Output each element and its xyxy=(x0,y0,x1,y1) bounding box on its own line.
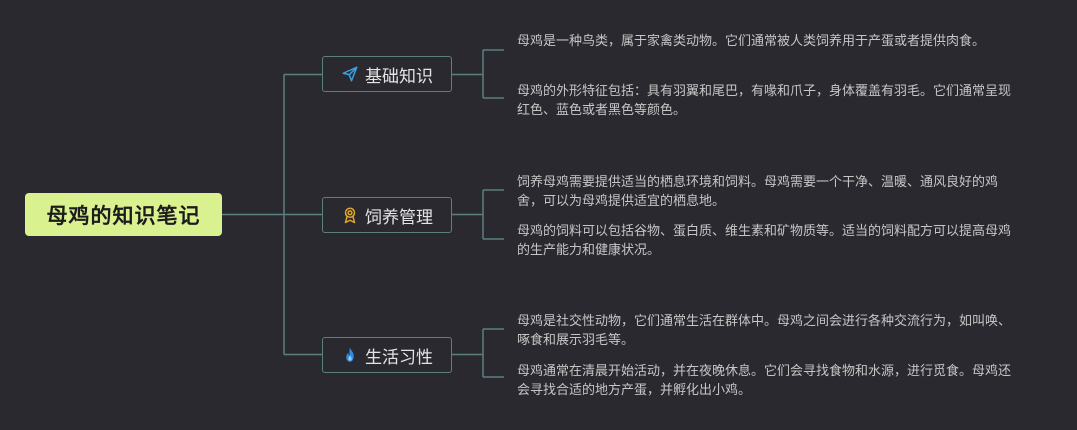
branch-node-habits[interactable]: 生活习性 xyxy=(322,337,452,373)
flame-icon xyxy=(341,346,359,364)
leaf-feeding-2[interactable]: 母鸡的饲料可以包括谷物、蛋白质、维生素和矿物质等。适当的饲料配方可以提高母鸡的生… xyxy=(517,224,1012,258)
root-node-label: 母鸡的知识笔记 xyxy=(46,203,201,228)
connector-branch-2-leaves xyxy=(452,189,504,240)
paper-plane-icon xyxy=(341,65,359,83)
root-node[interactable]: 母鸡的知识笔记 xyxy=(25,193,222,236)
connector-branch-3-leaves xyxy=(452,328,504,378)
branch-node-habits-label: 生活习性 xyxy=(365,347,433,368)
leaf-habits-1[interactable]: 母鸡是社交性动物，它们通常生活在群体中。母鸡之间会进行各种交流行为，如叫唤、啄食… xyxy=(517,314,1012,348)
branch-node-basics[interactable]: 基础知识 xyxy=(322,56,452,92)
connector-branch-1-leaves xyxy=(452,49,504,99)
branch-node-basics-label: 基础知识 xyxy=(365,66,433,87)
branch-node-feeding-label: 饲养管理 xyxy=(365,207,433,228)
leaf-basics-1[interactable]: 母鸡是一种鸟类，属于家禽类动物。它们通常被人类饲养用于产蛋或者提供肉食。 xyxy=(517,34,986,49)
award-ribbon-icon xyxy=(341,206,359,224)
leaf-habits-2[interactable]: 母鸡通常在清晨开始活动，并在夜晚休息。它们会寻找食物和水源，进行觅食。母鸡还会寻… xyxy=(517,364,1012,398)
branch-node-feeding[interactable]: 饲养管理 xyxy=(322,197,452,233)
leaf-basics-2[interactable]: 母鸡的外形特征包括：具有羽翼和尾巴，有喙和爪子，身体覆盖有羽毛。它们通常呈现红色… xyxy=(517,84,1012,118)
leaf-feeding-1[interactable]: 饲养母鸡需要提供适当的栖息环境和饲料。母鸡需要一个干净、温暖、通风良好的鸡舍，可… xyxy=(517,175,999,209)
